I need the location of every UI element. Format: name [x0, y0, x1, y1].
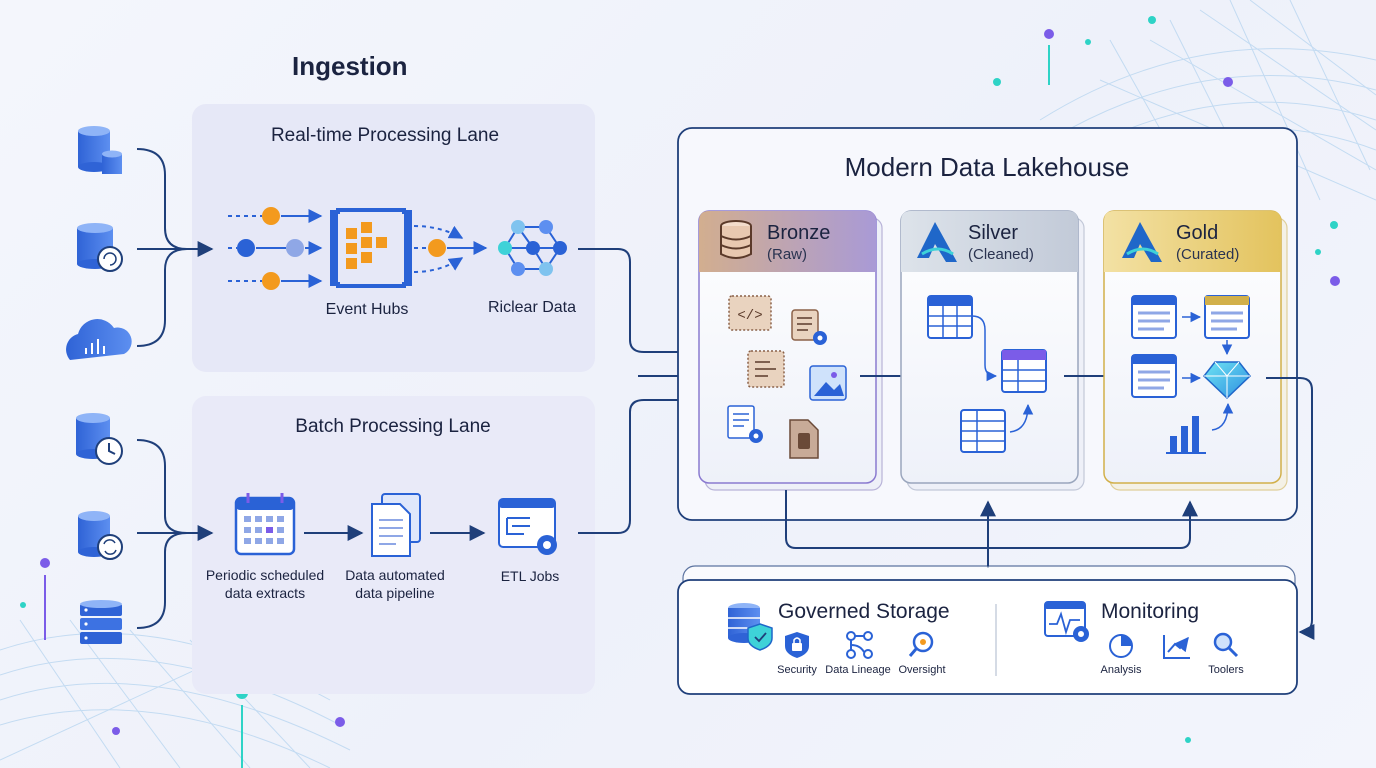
silver-tier-name: Silver: [968, 222, 1018, 244]
oversight-label: Oversight: [898, 664, 945, 676]
oversight-icon: [908, 631, 934, 657]
analysis-icon: [1109, 634, 1133, 658]
batch-step-2-label-line2: data pipeline: [355, 585, 435, 601]
riclear-network-icon: [498, 220, 567, 276]
source-cloud-icon: [66, 319, 132, 360]
governed-storage-icon: [728, 603, 773, 651]
silver-tier-card: [900, 210, 1085, 491]
analysis-label: Analysis: [1101, 664, 1142, 676]
realtime-lane-panel: [192, 104, 595, 372]
etl-jobs-icon: [498, 498, 557, 555]
bronze-raw-files-icons: </>: [727, 295, 847, 459]
batch-lane-title: Batch Processing Lane: [295, 416, 490, 437]
source-refresh-db-icon: [78, 511, 123, 560]
bronze-database-icon: [720, 220, 752, 259]
monitoring-title: Monitoring: [1101, 600, 1199, 623]
data-lineage-label: Data Lineage: [825, 664, 890, 676]
monitoring-icon: [1044, 601, 1089, 642]
gold-curated-icons: [1131, 295, 1252, 454]
trend-chart-icon: [1163, 635, 1190, 659]
silver-tier-sub: (Cleaned): [968, 246, 1034, 263]
governed-storage-title: Governed Storage: [778, 600, 950, 623]
silver-tables-icons: [927, 295, 1047, 453]
toolers-search-icon: [1213, 632, 1239, 658]
realtime-lane-title: Real-time Processing Lane: [271, 125, 499, 146]
svg-text:</>: </>: [737, 308, 762, 324]
ingestion-title: Ingestion: [292, 51, 408, 81]
gold-tier-name: Gold: [1176, 222, 1218, 244]
governance-panel: [677, 565, 1298, 695]
batch-step-1-label-line2: data extracts: [225, 585, 305, 601]
document-pipeline-icon: [371, 493, 421, 557]
gold-tier-sub: (Curated): [1176, 246, 1239, 263]
event-hubs-outputs: [413, 225, 488, 273]
batch-step-3-label: ETL Jobs: [501, 568, 560, 584]
bronze-tier-sub: (Raw): [767, 246, 807, 263]
batch-step-1-label-line1: Periodic scheduled: [206, 567, 324, 583]
calendar-icon: [234, 493, 296, 556]
riclear-data-label: Riclear Data: [488, 299, 576, 316]
security-icon: [785, 632, 809, 658]
realtime-stream-inputs: [228, 207, 323, 290]
batch-step-2-label-line1: Data automated: [345, 567, 445, 583]
source-database-sync-icon: [77, 223, 123, 272]
gold-logo-icon: [1122, 222, 1162, 262]
silver-logo-icon: [917, 222, 957, 262]
source-database-icon: [78, 126, 122, 174]
event-hubs-label: Event Hubs: [326, 301, 409, 318]
event-hubs-icon: [330, 208, 412, 288]
security-label: Security: [777, 664, 817, 676]
bronze-tier-name: Bronze: [767, 222, 830, 244]
source-scheduled-db-icon: [76, 413, 123, 465]
source-server-icon: [80, 600, 122, 644]
toolers-label: Toolers: [1208, 664, 1244, 676]
data-lineage-icon: [846, 631, 873, 659]
source-connectors: [136, 148, 214, 629]
governance-connectors: [785, 377, 1315, 640]
lakehouse-title: Modern Data Lakehouse: [845, 152, 1130, 182]
